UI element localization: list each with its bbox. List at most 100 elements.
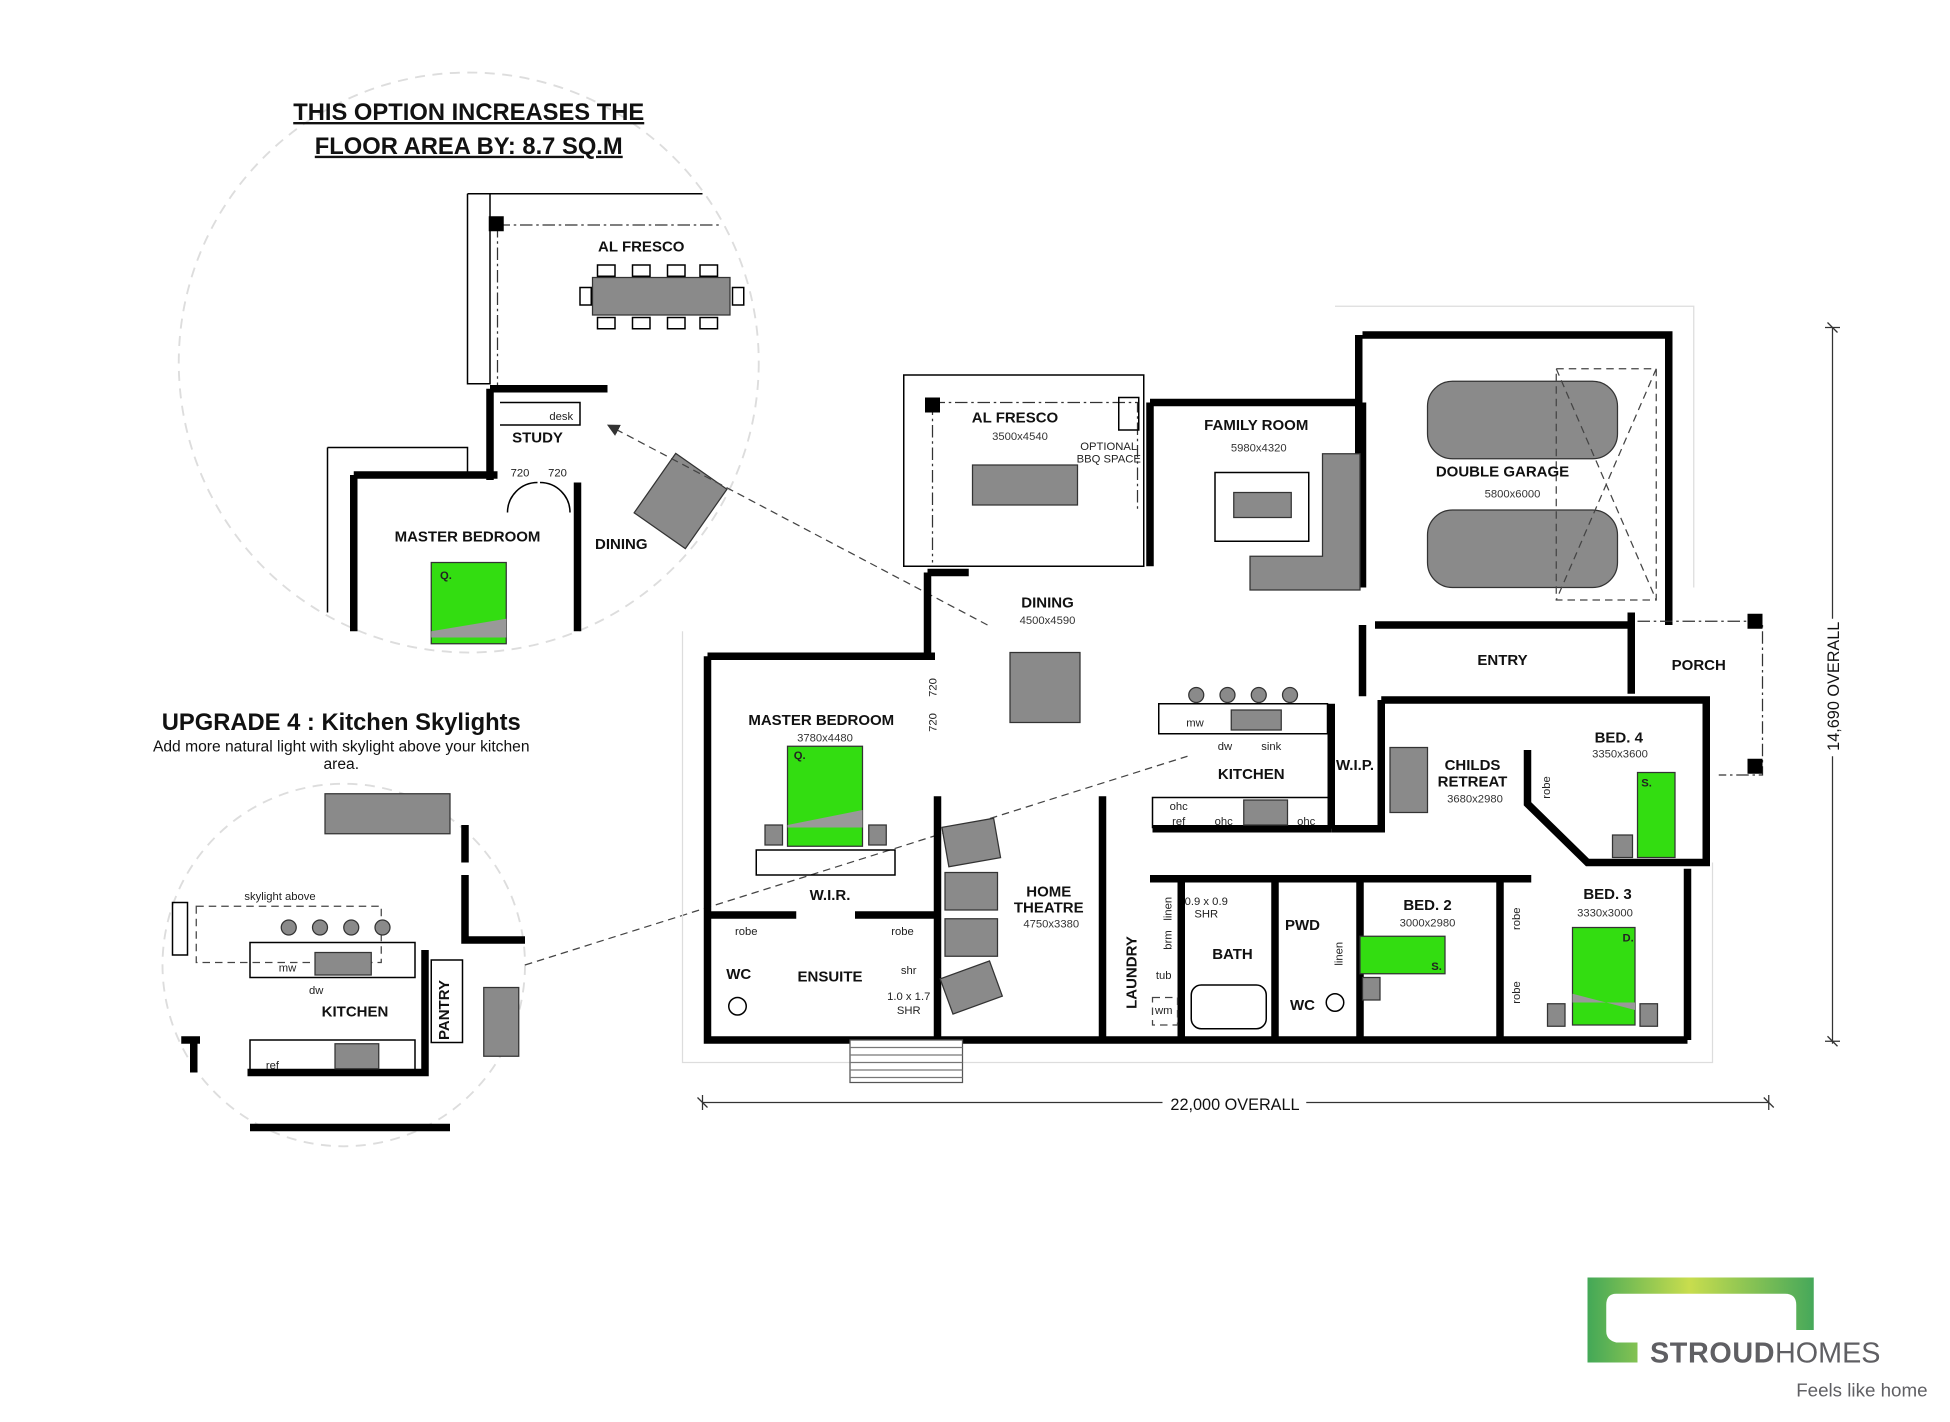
home-theatre-size: 4750x3380 (1023, 919, 1079, 931)
laundry-wm: wm (1154, 1005, 1173, 1017)
wir-label: W.I.R. (810, 887, 851, 904)
inset-mw-label: mw (279, 962, 297, 974)
skylight-inset: skylight above mw dw KITCHEN PANTRY ref (161, 782, 526, 1148)
dining-table-icon (1009, 651, 1081, 724)
alfresco-table-icon (579, 264, 745, 330)
bed2-bed-size: S. (1431, 961, 1442, 973)
bed3-robe: robe (1511, 981, 1523, 1004)
rug (1214, 471, 1310, 543)
inset-door-b-label: 720 (548, 467, 567, 479)
toilet-icon (1325, 993, 1345, 1013)
bed4-bed-size: S. (1641, 777, 1652, 789)
inset-ref-label: ref (266, 1060, 280, 1072)
laundry-tub: tub (1156, 970, 1172, 982)
dining-label: DINING (1021, 595, 1074, 612)
bed4-bed-icon (1611, 771, 1676, 859)
bath-linen: linen (1162, 897, 1174, 921)
logo-mark (1587, 1277, 1814, 1363)
bath-label: BATH (1212, 946, 1253, 963)
bed4-label: BED. 4 (1595, 730, 1644, 747)
ensuite-shr-label: SHR (897, 1005, 921, 1017)
inset-desk-label: desk (549, 411, 573, 423)
option-heading-line1: THIS OPTION INCREASES THE (293, 99, 644, 126)
bed2-robe: robe (1511, 907, 1523, 930)
master-bedroom-label: MASTER BEDROOM (748, 712, 894, 729)
ensuite-label: ENSUITE (797, 968, 862, 985)
inset-dining-label: DINING (595, 536, 648, 553)
inset-study-label: STUDY (512, 430, 563, 447)
skylight-pointer-line (524, 755, 1188, 966)
logo-brand-light: HOMES (1775, 1338, 1880, 1370)
bath-brm: brm (1162, 930, 1174, 949)
dining-size: 4500x4590 (1020, 615, 1076, 627)
bed2-bed-icon (1359, 935, 1446, 1001)
skylight-label: skylight above (244, 891, 315, 903)
family-room-size: 5980x4320 (1231, 442, 1287, 454)
bbq-label-line1: OPTIONAL (1080, 441, 1137, 453)
bed2-size: 3000x2980 (1400, 917, 1456, 929)
logo-tagline: Feels like home (1796, 1379, 1927, 1400)
kitchen-ref: ref (1172, 816, 1186, 828)
kitchen-ohc-1: ohc (1170, 801, 1189, 813)
inset-circle (177, 71, 760, 654)
inset-bed-icon (430, 561, 507, 645)
bed3-size: 3330x3000 (1577, 907, 1633, 919)
pwd-wc: WC (1290, 997, 1315, 1014)
inset-pantry-label: PANTRY (436, 980, 453, 1040)
bed3-bed-icon (1546, 926, 1659, 1027)
kitchen-dw: dw (1218, 741, 1233, 753)
bed3-label: BED. 3 (1583, 886, 1631, 903)
bath-shr-label: SHR (1194, 909, 1218, 921)
bbq-label-line2: BBQ SPACE (1077, 454, 1142, 466)
wip-label: W.I.P. (1336, 757, 1374, 774)
bathtub-icon (1190, 984, 1267, 1030)
childs-retreat-line1: CHILDS (1445, 757, 1501, 774)
inset-kitchen-label: KITCHEN (322, 1003, 389, 1020)
home-theatre-line1: HOME (1026, 883, 1071, 900)
inset-door-a-label: 720 (511, 467, 530, 479)
kitchen-ohc-3: ohc (1297, 816, 1316, 828)
option-heading-line2: FLOOR AREA BY: 8.7 SQ.M (315, 133, 623, 160)
inset-dining-table-icon (633, 452, 728, 550)
garage-size: 5800x6000 (1485, 489, 1541, 501)
inset-bed-size-label: Q. (440, 570, 452, 582)
logo-brand-bold: STROUD (1650, 1338, 1775, 1370)
master-bed-icon (764, 745, 887, 847)
cooktop-icon (334, 1043, 380, 1070)
stool-icons (280, 919, 391, 936)
family-room-label: FAMILY ROOM (1204, 417, 1308, 434)
stroud-homes-logo: STROUD HOMES Feels like home (1587, 1277, 1928, 1400)
master-bedroom-size: 3780x4480 (797, 732, 853, 744)
wir-shelf (755, 849, 896, 876)
wir-robe-1: robe (735, 926, 758, 938)
alfresco-table-icon (971, 464, 1079, 506)
pwd-label: PWD (1285, 917, 1320, 934)
pwd-linen: linen (1334, 942, 1346, 966)
upgrade-desc-line2: area. (323, 756, 359, 773)
overall-depth-label: 14,690 OVERALL (1825, 622, 1843, 751)
overall-depth-dimension: 14,690 OVERALL (1825, 322, 1843, 1047)
door-720-a: 720 (927, 678, 939, 697)
car-icon (1426, 509, 1619, 589)
upgrade-desc-line1: Add more natural light with skylight abo… (153, 738, 530, 755)
ensuite-wc-label: WC (726, 966, 751, 983)
bed3-bed-size: D. (1623, 932, 1634, 944)
kitchen-label: KITCHEN (1218, 766, 1285, 783)
childs-retreat-size: 3680x2980 (1447, 794, 1503, 806)
overall-width-dimension: 22,000 OVERALL (697, 1095, 1775, 1114)
master-bed-size: Q. (794, 750, 806, 762)
sink-icon (314, 951, 372, 976)
kitchen-sink: sink (1261, 741, 1281, 753)
main-plan: AL FRESCO 3500x4540 OPTIONAL BBQ SPACE F… (681, 305, 1764, 1084)
inset-al-fresco-label: AL FRESCO (598, 238, 685, 255)
overall-width-label: 22,000 OVERALL (1170, 1096, 1299, 1114)
wir-robe-2: robe (891, 926, 914, 938)
toilet-icon (728, 996, 747, 1016)
porch-label: PORCH (1672, 657, 1726, 674)
kitchen-ohc-2: ohc (1215, 816, 1234, 828)
home-theatre-line2: THEATRE (1014, 900, 1084, 917)
couch-icon (1389, 746, 1429, 814)
ensuite-shr: shr (901, 965, 917, 977)
bath-shr-size: 0.9 x 0.9 (1185, 896, 1228, 908)
bed4-size: 3350x3600 (1592, 749, 1648, 761)
